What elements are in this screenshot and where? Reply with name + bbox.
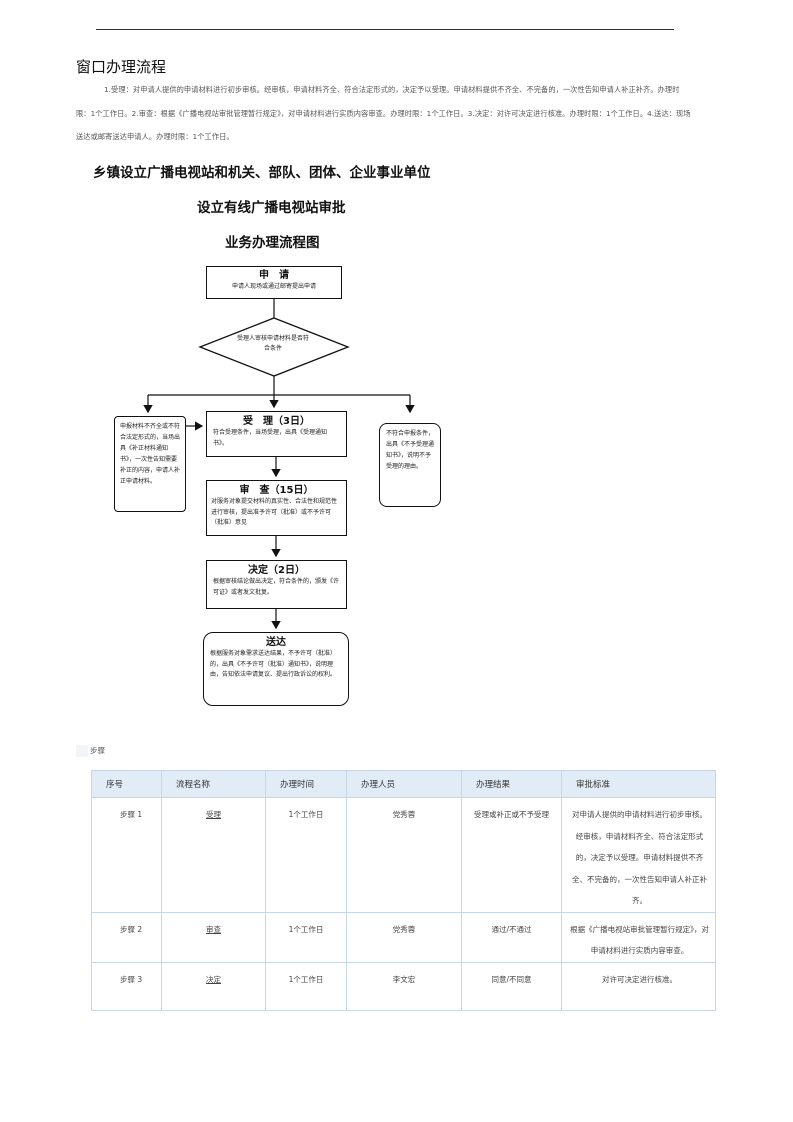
review-heading: 审 查（15日） (239, 485, 314, 496)
table-row: 步骤 2 审查 1个工作日 党秀蓉 通过/不通过 根据《广播电视站审批管理暂行规… (91, 911, 716, 963)
cell-standard: 对许可决定进行核准。 (561, 961, 716, 1011)
page-title: 窗口办理流程 (76, 58, 167, 76)
header-standard: 审批标准 (561, 770, 716, 798)
table-header-row: 序号 流程名称 办理时间 办理人员 办理结果 审批标准 (91, 770, 716, 798)
apply-heading: 申 请 (259, 270, 289, 281)
flow-box-reject-note: 不符合申报条件，出具《不予受理通知书》，说明不予受理的理由。 (379, 423, 441, 507)
header-result: 办理结果 (461, 770, 562, 798)
header-time: 办理时间 (265, 770, 347, 798)
flowchart-title-line2: 设立有线广播电视站审批 (197, 200, 346, 216)
cell-person: 党秀蓉 (346, 911, 462, 963)
cell-time: 1个工作日 (265, 911, 347, 963)
accept-heading: 受 理（3日） (243, 416, 310, 427)
step-link-decide[interactable]: 决定 (206, 974, 221, 984)
flow-box-review: 审 查（15日） 对服务对象提交材料的真实性、合法性和规范性进行审核，提出准予许… (206, 480, 347, 536)
cell-seq: 步骤 1 (91, 797, 162, 913)
header-person: 办理人员 (346, 770, 462, 798)
cell-seq: 步骤 2 (91, 911, 162, 963)
apply-text: 申请人现场或通过邮寄提出申请 (231, 283, 316, 290)
flow-box-accept: 受 理（3日） 符合受理条件，当场受理，出具《受理通知书》。 (206, 411, 347, 457)
flow-box-apply: 申 请 申请人现场或通过邮寄提出申请 (206, 266, 342, 299)
flowchart-title-line1: 乡镇设立广播电视站和机关、部队、团体、企业事业单位 (93, 165, 431, 181)
cell-result: 同意/不同意 (461, 961, 562, 1011)
cell-standard: 对申请人提供的申请材料进行初步审核。经审核，申请材料齐全、符合法定形式的，决定予… (561, 797, 716, 913)
cell-seq: 步骤 3 (91, 961, 162, 1011)
flow-box-deliver: 送达 根据服务对象需求送达结果，不予许可（批准）的，出具《不予许可（批准）通知书… (203, 632, 349, 706)
table-row: 步骤 3 决定 1个工作日 李文宏 同意/不同意 对许可决定进行核准。 (91, 961, 716, 1011)
decide-heading: 决定（2日） (248, 565, 305, 576)
accept-text: 符合受理条件，当场受理，出具《受理通知书》。 (213, 429, 328, 447)
deliver-heading: 送达 (266, 637, 286, 648)
flowchart-connectors (143, 299, 415, 630)
flow-box-supplement-note: 申报材料不齐全或不符合法定形式的，当场出具《补正材料通知书》，一次性告知需要补正… (114, 416, 186, 512)
flowchart-title-line3: 业务办理流程图 (225, 235, 320, 251)
top-rule (96, 29, 674, 30)
cell-name: 审查 (161, 911, 266, 963)
header-seq: 序号 (91, 770, 162, 798)
steps-section-label: 步骤 (90, 746, 105, 755)
cell-name: 受理 (161, 797, 266, 913)
cell-result: 通过/不通过 (461, 911, 562, 963)
header-name: 流程名称 (161, 770, 266, 798)
diamond-text: 受理人审核申请材料是否符合条件 (236, 335, 309, 352)
cell-time: 1个工作日 (265, 961, 347, 1011)
cell-time: 1个工作日 (265, 797, 347, 913)
cell-standard: 根据《广播电视站审批管理暂行规定》，对申请材料进行实质内容审查。 (561, 911, 716, 963)
section-marker (76, 745, 88, 757)
step-link-review[interactable]: 审查 (206, 924, 221, 934)
intro-paragraph: 1.受理：对申请人提供的申请材料进行初步审核。经审核，申请材料齐全、符合法定形式… (76, 85, 691, 141)
cell-person: 党秀蓉 (346, 797, 462, 913)
steps-table: 序号 流程名称 办理时间 办理人员 办理结果 审批标准 步骤 1 受理 1个工作… (91, 770, 716, 1011)
review-text: 对服务对象提交材料的真实性、合法性和规范性进行审核，提出准予许可（批准）或不予许… (211, 498, 338, 526)
cell-result: 受理或补正或不予受理 (461, 797, 562, 913)
cell-name: 决定 (161, 961, 266, 1011)
step-link-accept[interactable]: 受理 (206, 810, 221, 819)
table-row: 步骤 1 受理 1个工作日 党秀蓉 受理或补正或不予受理 对申请人提供的申请材料… (91, 797, 716, 913)
flow-box-decide: 决定（2日） 根据审核结论做出决定，符合条件的，颁发《许可证》或者发文批复。 (206, 560, 347, 609)
deliver-text: 根据服务对象需求送达结果，不予许可（批准）的，出具《不予许可（批准）通知书》，说… (210, 650, 337, 678)
decide-text: 根据审核结论做出决定，符合条件的，颁发《许可证》或者发文批复。 (213, 578, 340, 596)
cell-person: 李文宏 (346, 961, 462, 1011)
